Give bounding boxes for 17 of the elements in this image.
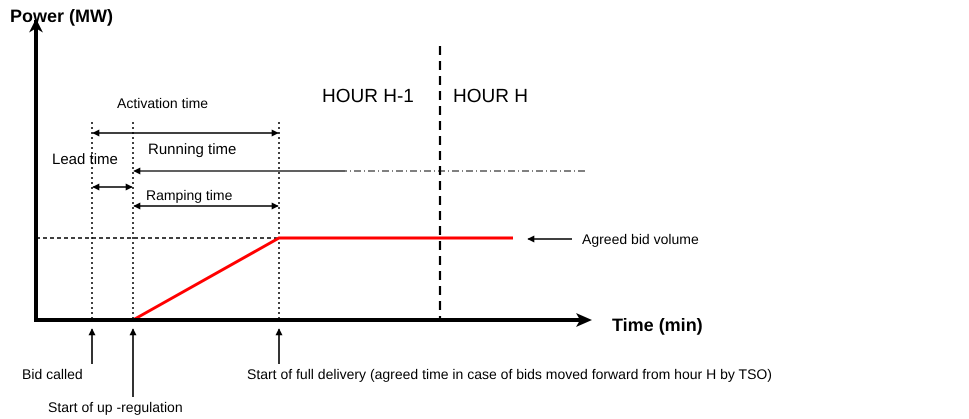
arrow <box>130 328 136 397</box>
dimension-label: Lead time <box>52 151 118 168</box>
arrow <box>88 328 96 364</box>
period-label: HOUR H <box>453 86 528 108</box>
annotation-text: Bid called <box>22 366 83 382</box>
x-axis <box>34 312 592 328</box>
axis-title: Power (MW) <box>10 6 113 27</box>
arrow <box>276 328 282 364</box>
dimension-label: Activation time <box>117 95 208 112</box>
dimension-label: Ramping time <box>146 187 232 204</box>
dimension-label: Running time <box>148 141 236 158</box>
period-label: HOUR H-1 <box>322 86 414 108</box>
annotation-text: Start of up -regulation <box>48 399 183 416</box>
annotation-text: Start of full delivery (agreed time in case of bids moved forward from hour H by TSO) <box>247 366 772 382</box>
axis-title: Time (min) <box>612 315 703 336</box>
arrow <box>527 236 572 242</box>
annotation-text: Agreed bid volume <box>582 231 699 248</box>
